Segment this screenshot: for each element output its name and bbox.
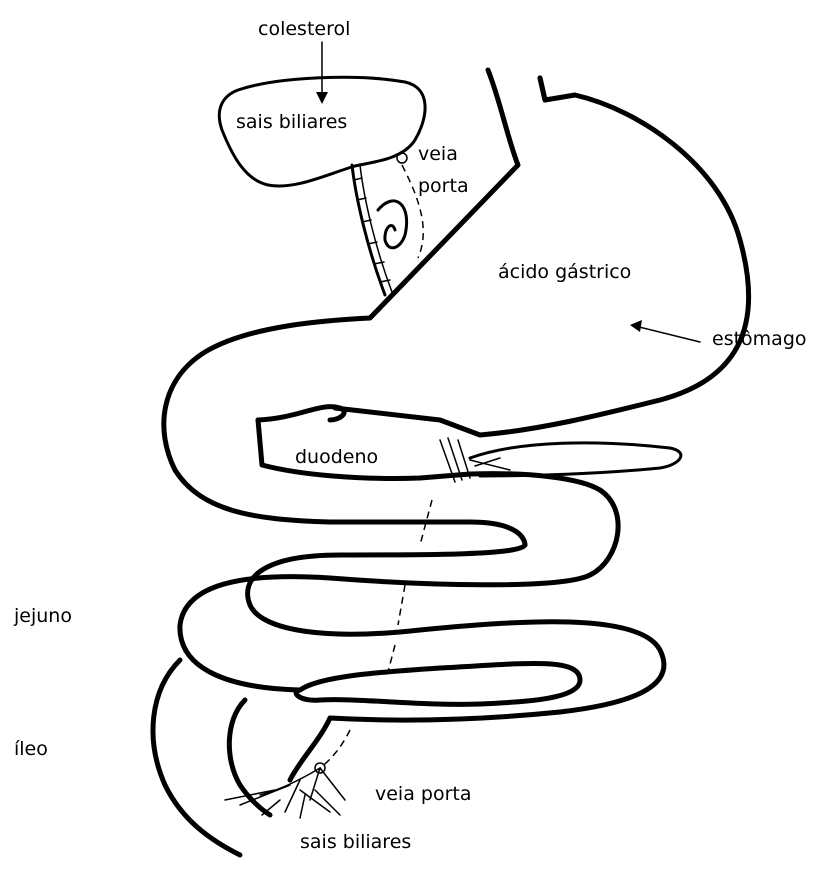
- portal-dash-jejunum: [398, 585, 405, 625]
- label-sais-biliares-top: sais biliares: [236, 111, 347, 133]
- duodenum-inner: [335, 408, 480, 435]
- bile-duct: [352, 165, 385, 295]
- portal-dash-loop: [388, 645, 395, 672]
- label-ileo: íleo: [14, 738, 48, 760]
- label-porta: porta: [418, 175, 469, 197]
- label-jejuno: jejuno: [13, 605, 72, 627]
- esophagus: [540, 78, 545, 100]
- ileum-outer: [153, 660, 240, 855]
- label-duodeno: duodeno: [295, 446, 378, 468]
- label-veia-porta: veia porta: [375, 783, 471, 805]
- label-veia: veia: [418, 143, 458, 165]
- pancreas: [470, 443, 681, 476]
- intestine-loop-inner-1: [248, 545, 664, 720]
- gallbladder: [378, 201, 407, 248]
- label-estomago: estômago: [712, 328, 807, 350]
- label-sais-biliares-bottom: sais biliares: [300, 831, 411, 853]
- label-acido-gastrico: ácido gástrico: [498, 261, 631, 283]
- label-colesterol: colesterol: [258, 18, 350, 40]
- stomach-esophagus-right: [480, 78, 749, 435]
- intestine-loop-inner-2: [300, 663, 580, 704]
- intestine-inner-lower: [296, 690, 320, 700]
- portal-vein-origin: [397, 153, 407, 163]
- cholesterol-arrowhead: [316, 92, 328, 104]
- stomach-arrowhead: [630, 320, 642, 332]
- stomach-inner-curve: [258, 407, 344, 420]
- stomach-arrow: [635, 326, 700, 342]
